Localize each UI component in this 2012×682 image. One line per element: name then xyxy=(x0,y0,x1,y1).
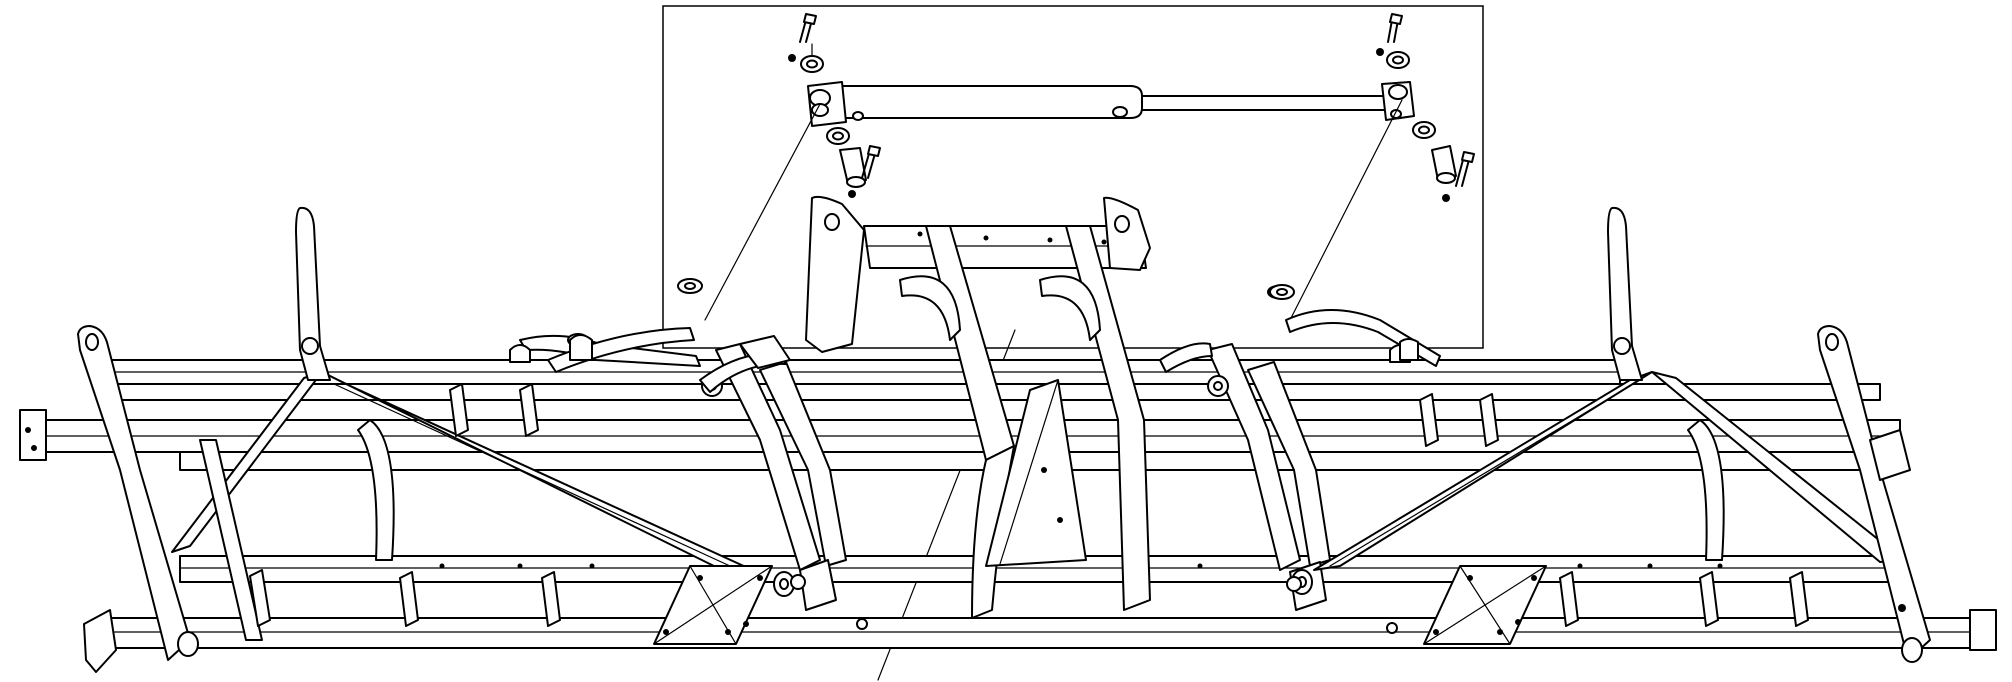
pin-hardware-top-left xyxy=(788,13,824,73)
right-wing-braces xyxy=(1313,206,1905,571)
center-section xyxy=(805,195,1151,619)
left-shank-mounts xyxy=(249,383,561,627)
main-frame xyxy=(19,195,1997,673)
pin-hardware-top-right xyxy=(1376,13,1410,69)
right-mounting-plate xyxy=(1423,565,1547,645)
rail-fasteners xyxy=(439,231,1723,569)
right-end-plate xyxy=(1817,325,1997,663)
rear-rail-ears xyxy=(509,334,1419,363)
pivot-nuts xyxy=(790,574,1398,634)
detail-inset-box xyxy=(662,5,1484,349)
mid-rail xyxy=(39,419,1901,471)
pin-hardware-bottom-left xyxy=(826,127,881,198)
left-wing-braces xyxy=(171,206,749,641)
left-mounting-plate xyxy=(653,565,773,645)
hydraulic-cylinder xyxy=(807,81,1415,127)
pin-hardware-bottom-right xyxy=(1412,121,1475,202)
right-shank-mounts xyxy=(1419,393,1809,627)
left-end-plate xyxy=(19,325,199,673)
